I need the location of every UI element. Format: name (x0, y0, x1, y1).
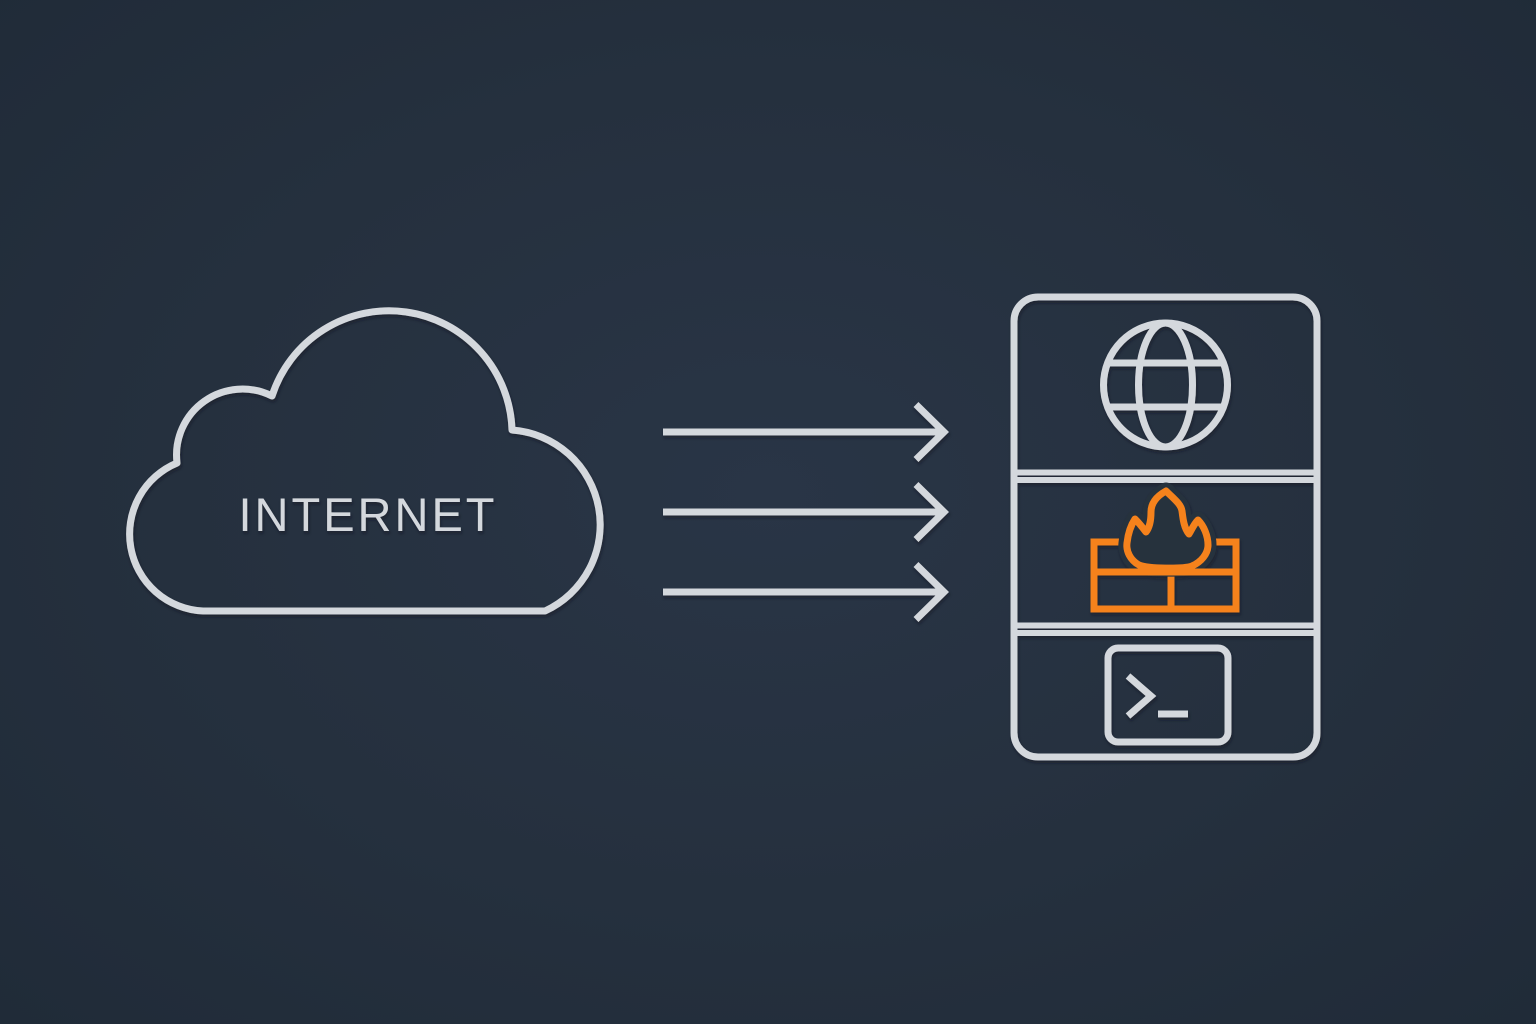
server-panel-outline (1010, 293, 1321, 761)
firewall-icon (1090, 482, 1240, 613)
internet-cloud: INTERNET (126, 307, 604, 615)
internet-label: INTERNET (239, 488, 498, 541)
cloud-outline-icon (126, 307, 604, 615)
traffic-arrows (663, 405, 944, 620)
globe-icon (1100, 319, 1231, 451)
arrow-right-icon (663, 485, 944, 540)
section-divider (1014, 622, 1317, 636)
section-divider (1014, 469, 1317, 483)
arrow-right-icon (663, 565, 944, 620)
prompt-chevron-icon (1125, 673, 1157, 719)
terminal-icon (1104, 644, 1232, 746)
server-panel (1010, 293, 1321, 761)
arrow-right-icon (663, 405, 944, 460)
